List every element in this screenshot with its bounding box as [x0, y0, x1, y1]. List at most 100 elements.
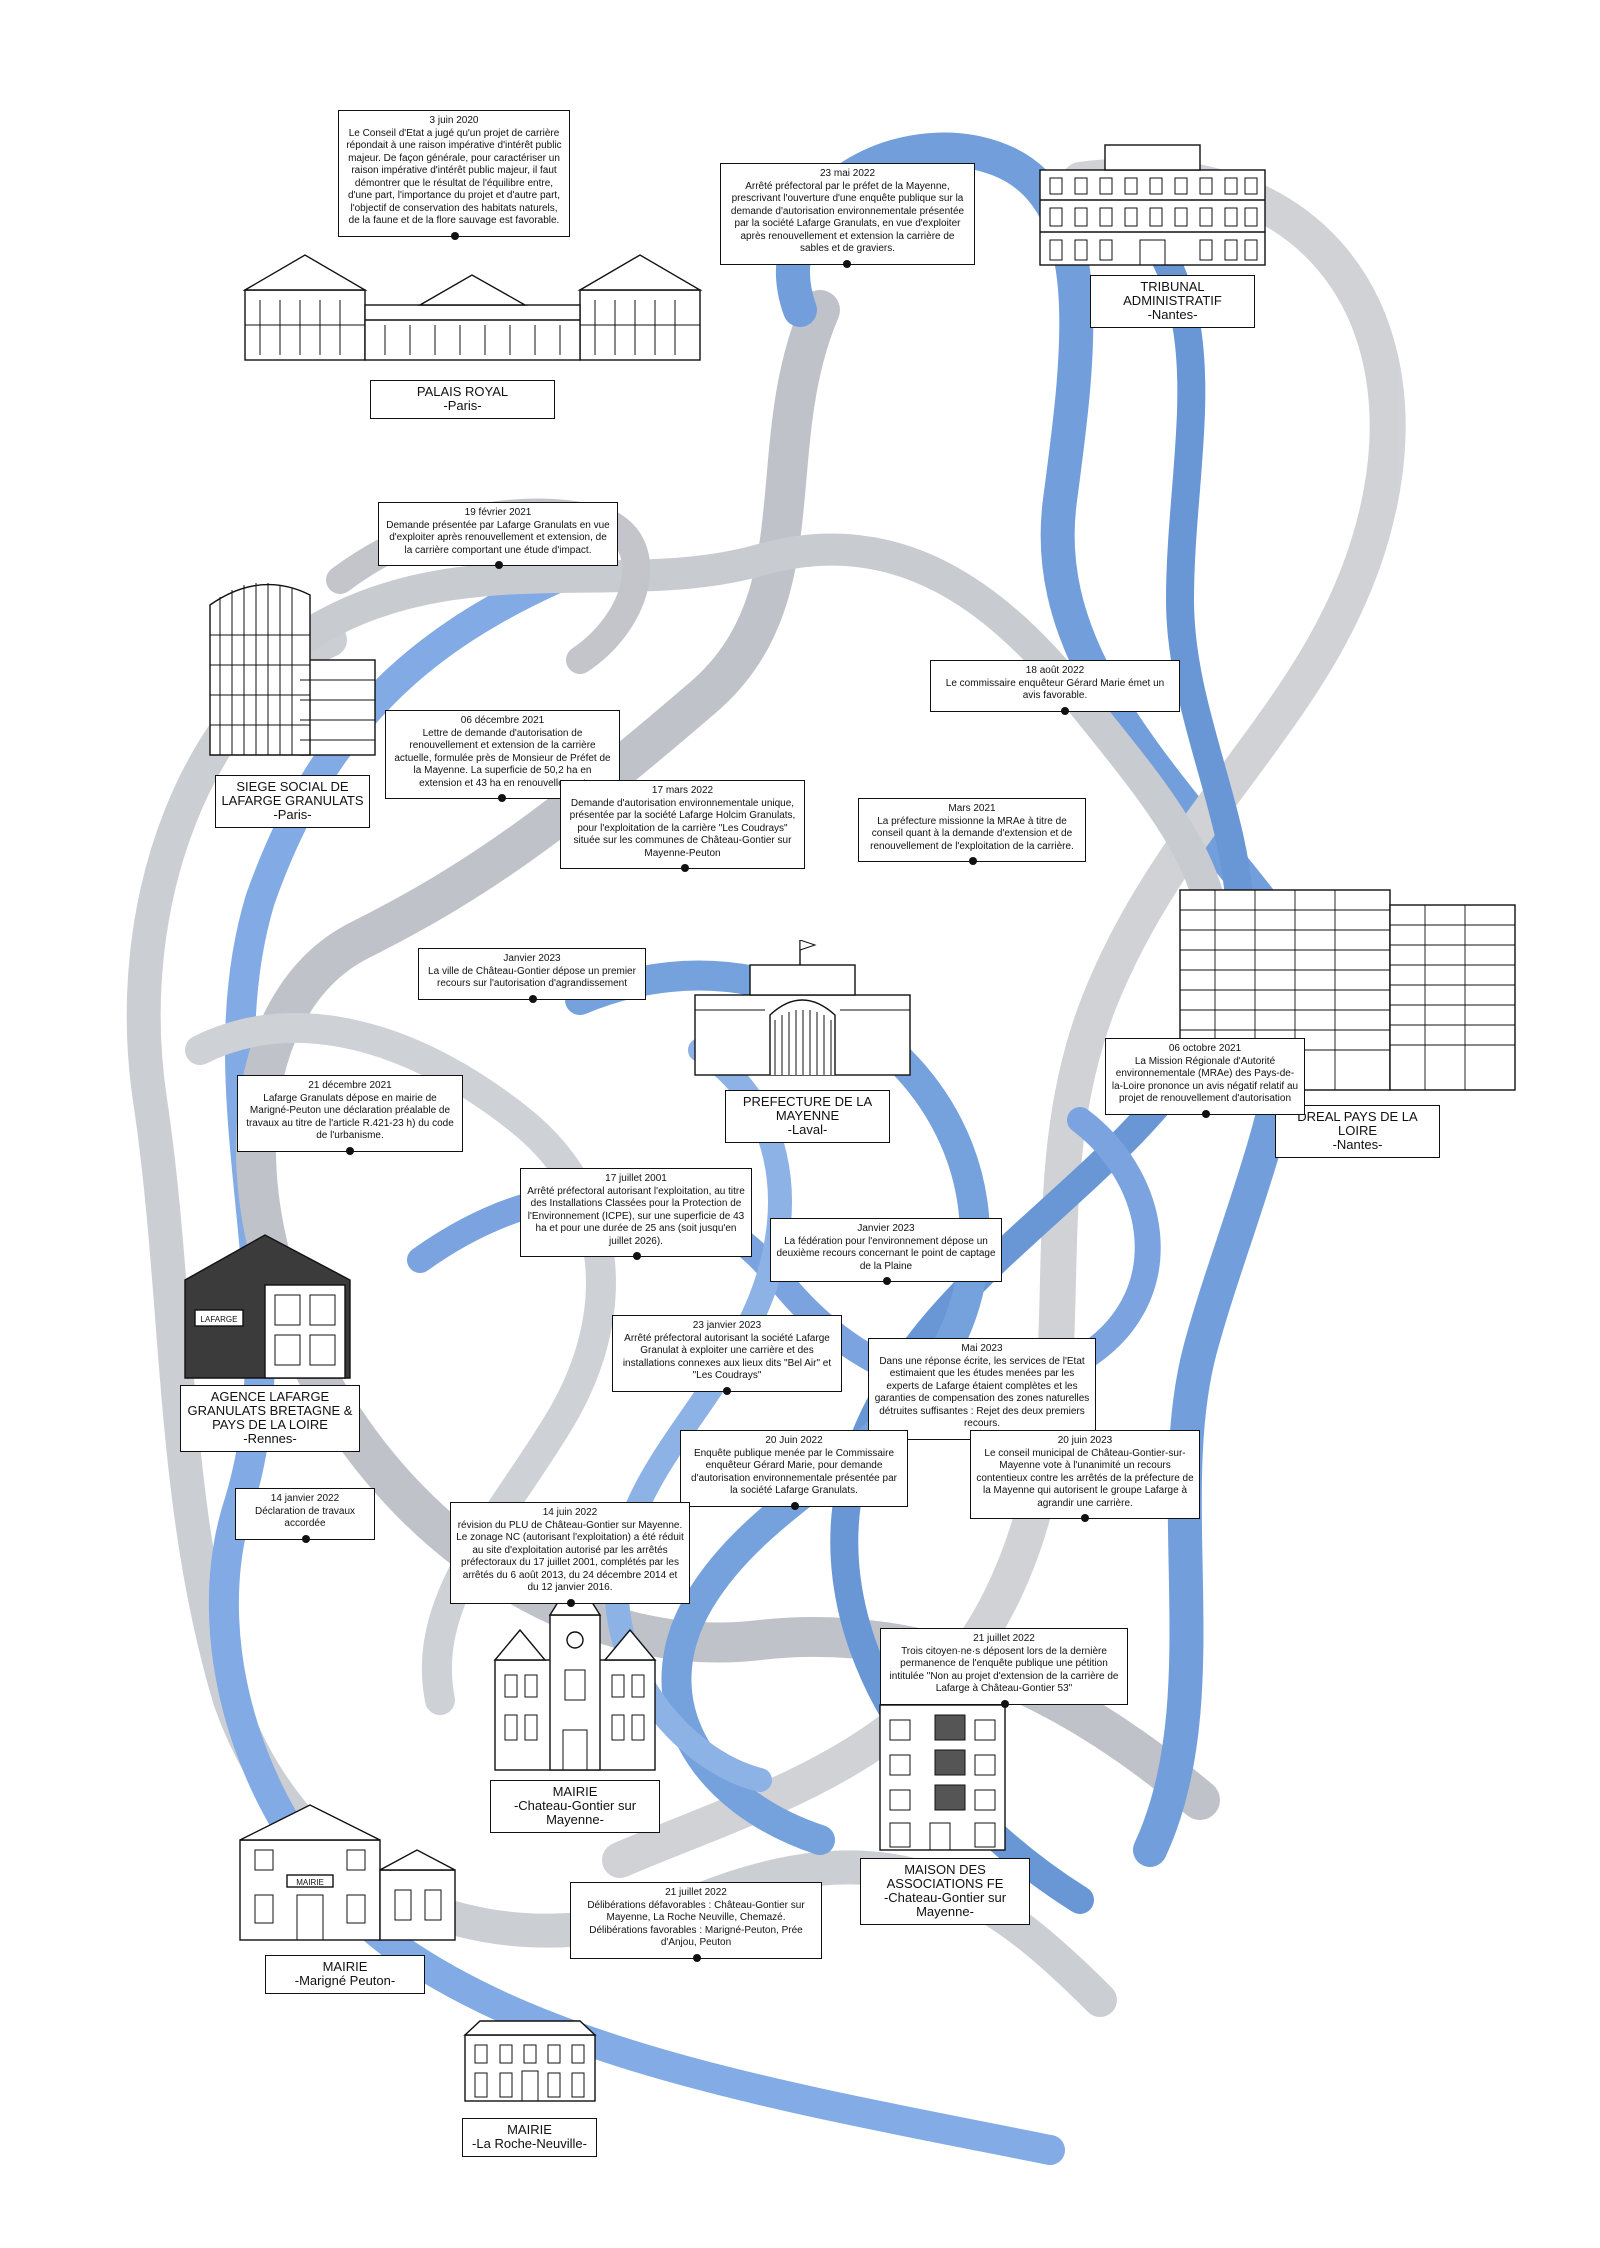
event-note-2021-10-06: 06 octobre 2021 La Mission Régionale d'A…: [1105, 1038, 1305, 1118]
event-dot: [883, 1277, 891, 1285]
place-label-siege-lafarge: SIEGE SOCIAL DE LAFARGE GRANULATS -Paris…: [215, 775, 370, 828]
event-dot: [302, 1534, 310, 1543]
event-date: Mai 2023: [961, 1343, 1003, 1354]
event-dot: [681, 864, 689, 872]
event-text: Lettre de demande d'autorisation de reno…: [394, 727, 611, 789]
place-city: -Nantes-: [1147, 307, 1198, 322]
place-label-mairie-chateau: MAIRIE -Chateau-Gontier sur Mayenne-: [490, 1780, 660, 1833]
event-text: Arrêté préfectoral par le préfet de la M…: [730, 180, 965, 255]
place-label-dreal: DREAL PAYS DE LA LOIRE -Nantes-: [1275, 1105, 1440, 1158]
place-name: SIEGE SOCIAL DE LAFARGE GRANULATS: [221, 779, 364, 808]
place-city: -La Roche-Neuville-: [472, 2136, 587, 2151]
mairie-chateau-building-drawing: [493, 1573, 657, 1771]
place-name: TRIBUNAL ADMINISTRATIF: [1123, 279, 1222, 308]
agence-sign: LAFARGE: [201, 1315, 238, 1324]
event-dot: [1081, 1514, 1089, 1522]
event-note-2022-05-23: 23 mai 2022 Arrêté préfectoral par le pr…: [720, 163, 975, 268]
event-date: 06 décembre 2021: [460, 715, 545, 726]
event-dot: [1202, 1109, 1210, 1118]
maison-assoc-building-drawing: [879, 1704, 1006, 1851]
event-note-2021-02-19: 19 février 2021 Demande présentée par La…: [378, 502, 618, 569]
event-date: 21 juillet 2022: [665, 1887, 727, 1898]
event-dot: [969, 857, 977, 865]
event-note-2001-07-17: 17 juillet 2001 Arrêté préfectoral autor…: [520, 1168, 752, 1260]
event-date: Janvier 2023: [857, 1223, 915, 1234]
mairie-roche-building-drawing: [463, 2020, 597, 2102]
event-text: Arrêté préfectoral autorisant la société…: [622, 1332, 832, 1382]
event-text: Déclaration de travaux accordée: [254, 1505, 356, 1530]
event-date: 3 juin 2020: [429, 115, 479, 126]
place-name: MAIRIE: [552, 1784, 598, 1799]
event-note-2022-01-14: 14 janvier 2022 Déclaration de travaux a…: [235, 1488, 375, 1543]
dreal-building-drawing: [1179, 889, 1516, 1091]
mairie-marigne-building-drawing: MAIRIE: [239, 1804, 456, 1941]
event-dot: [843, 259, 851, 268]
event-note-2023-01-recours1: Janvier 2023 La ville de Château-Gontier…: [418, 948, 646, 1003]
event-date: 20 Juin 2022: [765, 1435, 823, 1446]
place-city: -Chateau-Gontier sur Mayenne-: [513, 1798, 637, 1827]
event-date: 17 mars 2022: [651, 785, 714, 796]
event-text: Arrêté préfectoral autorisant l'exploita…: [527, 1185, 745, 1247]
palais-royal-building-drawing: [242, 254, 703, 361]
place-label-mairie-marigne: MAIRIE -Marigné Peuton-: [265, 1955, 425, 1994]
event-note-2020-06-03: 3 juin 2020 Le Conseil d'Etat a jugé qu'…: [338, 110, 570, 240]
event-note-2023-05: Mai 2023 Dans une réponse écrite, les se…: [868, 1338, 1096, 1443]
event-date: 06 octobre 2021: [1168, 1043, 1242, 1054]
place-label-tribunal: TRIBUNAL ADMINISTRATIF -Nantes-: [1090, 275, 1255, 328]
event-text: Le conseil municipal de Château-Gontier-…: [976, 1447, 1194, 1509]
place-city: -Nantes-: [1332, 1137, 1383, 1152]
event-dot: [1001, 1699, 1009, 1708]
event-note-2023-06-20: 20 juin 2023 Le conseil municipal de Châ…: [970, 1430, 1200, 1522]
event-text: La préfecture missionne la MRAe à titre …: [870, 815, 1074, 852]
event-dot: [529, 994, 537, 1003]
event-dot: [451, 231, 459, 240]
event-note-2022-06-20: 20 Juin 2022 Enquête publique menée par …: [680, 1430, 908, 1510]
place-label-prefecture: PREFECTURE DE LA MAYENNE -Laval-: [725, 1090, 890, 1143]
place-name: PREFECTURE DE LA MAYENNE: [742, 1094, 873, 1123]
place-label-mairie-roche: MAIRIE -La Roche-Neuville-: [462, 2118, 597, 2157]
event-note-2022-07-21-petition: 21 juillet 2022 Trois citoyen·ne·s dépos…: [880, 1628, 1128, 1708]
event-date: Janvier 2023: [503, 953, 561, 964]
event-text: Le commissaire enquêteur Gérard Marie ém…: [945, 677, 1165, 702]
place-city: -Paris-: [443, 398, 482, 413]
place-city: -Paris-: [273, 807, 312, 822]
event-date: 18 août 2022: [1025, 665, 1085, 676]
event-text: Délibérations défavorables : Château-Gon…: [587, 1899, 805, 1949]
event-date: 21 juillet 2022: [973, 1633, 1035, 1644]
place-name: MAIRIE: [322, 1959, 368, 1974]
place-name: PALAIS ROYAL: [416, 384, 509, 399]
event-dot: [633, 1252, 641, 1260]
siege-lafarge-building-drawing: [209, 583, 376, 756]
event-note-2022-07-21-delib: 21 juillet 2022 Délibérations défavorabl…: [570, 1882, 822, 1962]
event-note-2021-03: Mars 2021 La préfecture missionne la MRA…: [858, 798, 1086, 865]
place-label-maison-assoc: MAISON DES ASSOCIATIONS FE -Chateau-Gont…: [860, 1858, 1030, 1925]
event-dot: [723, 1386, 731, 1395]
ribbon-grey-4: [284, 533, 1231, 1016]
event-note-2022-08-18: 18 août 2022 Le commissaire enquêteur Gé…: [930, 660, 1180, 715]
event-note-2022-03-17: 17 mars 2022 Demande d'autorisation envi…: [560, 780, 805, 872]
marigne-sign: MAIRIE: [296, 1878, 324, 1887]
event-dot: [693, 1953, 701, 1962]
place-label-agence-lafarge: AGENCE LAFARGE GRANULATS BRETAGNE & PAYS…: [180, 1385, 360, 1452]
event-date: 23 mai 2022: [819, 168, 876, 179]
agence-lafarge-building-drawing: LAFARGE: [184, 1234, 351, 1379]
event-dot: [1061, 706, 1069, 715]
event-dot: [346, 1146, 354, 1155]
event-text: révision du PLU de Château-Gontier sur M…: [456, 1519, 684, 1594]
place-name: DREAL PAYS DE LA LOIRE: [1297, 1109, 1418, 1138]
event-note-2021-12-21: 21 décembre 2021 Lafarge Granulats dépos…: [237, 1075, 463, 1155]
place-city: -Laval-: [787, 1122, 828, 1137]
event-date: Mars 2021: [948, 803, 996, 814]
event-text: La fédération pour l'environnement dépos…: [776, 1235, 996, 1272]
tribunal-building-drawing: [1039, 144, 1266, 266]
event-text: Trois citoyen·ne·s déposent lors de la d…: [889, 1645, 1119, 1695]
event-text: La ville de Château-Gontier dépose un pr…: [428, 965, 636, 990]
event-note-2023-01-23: 23 janvier 2023 Arrêté préfectoral autor…: [612, 1315, 842, 1395]
place-city: -Rennes-: [243, 1431, 297, 1446]
place-city: -Chateau-Gontier sur Mayenne-: [883, 1890, 1007, 1919]
ribbon-grey-2: [236, 290, 1220, 1820]
prefecture-building-drawing: [694, 940, 911, 1076]
place-name: AGENCE LAFARGE GRANULATS BRETAGNE & PAYS…: [187, 1389, 353, 1432]
event-note-2022-06-14: 14 juin 2022 révision du PLU de Château-…: [450, 1502, 690, 1607]
place-label-palais-royal: PALAIS ROYAL -Paris-: [370, 380, 555, 419]
